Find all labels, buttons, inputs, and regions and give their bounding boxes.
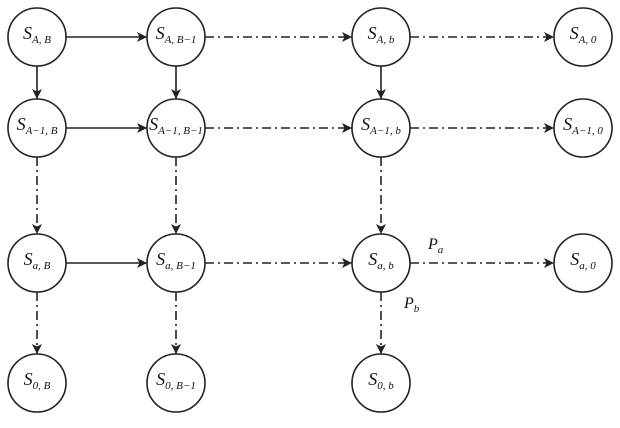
node-label: S0, b (368, 369, 394, 392)
node-label: S0, B (24, 369, 51, 392)
node-label: Sa, B (24, 249, 51, 272)
probability-pa-label: Pa (427, 236, 444, 256)
node-aB1: Sa, B−1 (146, 233, 206, 293)
node-circle (7, 7, 67, 67)
node-0B: S0, B (7, 353, 67, 413)
node-A10: SA−1, 0 (553, 98, 613, 158)
node-label: Sa, B−1 (156, 249, 196, 272)
node-circle (351, 98, 411, 158)
node-label: SA, b (368, 23, 395, 46)
node-label: S0, B−1 (156, 369, 196, 392)
node-label: Sa, b (368, 249, 394, 272)
node-circle (553, 7, 613, 67)
node-AB1: SA, B−1 (146, 7, 206, 67)
node-circle (7, 233, 67, 293)
node-a0: Sa, 0 (553, 233, 613, 293)
node-circle (146, 98, 206, 158)
probability-pb-label: Pb (403, 295, 420, 315)
edges-layer (32, 32, 554, 354)
node-label: SA−1, 0 (563, 114, 603, 137)
node-circle (351, 353, 411, 413)
node-A0: SA, 0 (553, 7, 613, 67)
node-AB: SA, B (7, 7, 67, 67)
node-circle (146, 7, 206, 67)
node-circle (7, 353, 67, 413)
node-circle (351, 7, 411, 67)
node-ab: Sa, b (351, 233, 411, 293)
node-A1B1: SA−1, B−1 (146, 98, 206, 158)
node-label: SA−1, B (17, 114, 58, 137)
node-circle (553, 233, 613, 293)
node-0b: S0, b (351, 353, 411, 413)
node-circle (7, 98, 67, 158)
nodes-layer: SA, B SA, B−1 SA, b SA, 0 SA−1, B SA−1, B−1 SA… (7, 7, 613, 413)
node-label: SA−1, B−1 (149, 114, 203, 137)
node-A1B: SA−1, B (7, 98, 67, 158)
node-0B1: S0, B−1 (146, 353, 206, 413)
node-circle (351, 233, 411, 293)
node-circle (146, 233, 206, 293)
node-Ab: SA, b (351, 7, 411, 67)
node-label: SA−1, b (361, 114, 401, 137)
node-label: SA, B−1 (156, 23, 197, 46)
node-label: Sa, 0 (570, 249, 596, 272)
node-circle (553, 98, 613, 158)
node-label: SA, B (23, 23, 51, 46)
node-label: SA, 0 (570, 23, 597, 46)
node-circle (146, 353, 206, 413)
node-aB: Sa, B (7, 233, 67, 293)
node-A1b: SA−1, b (351, 98, 411, 158)
